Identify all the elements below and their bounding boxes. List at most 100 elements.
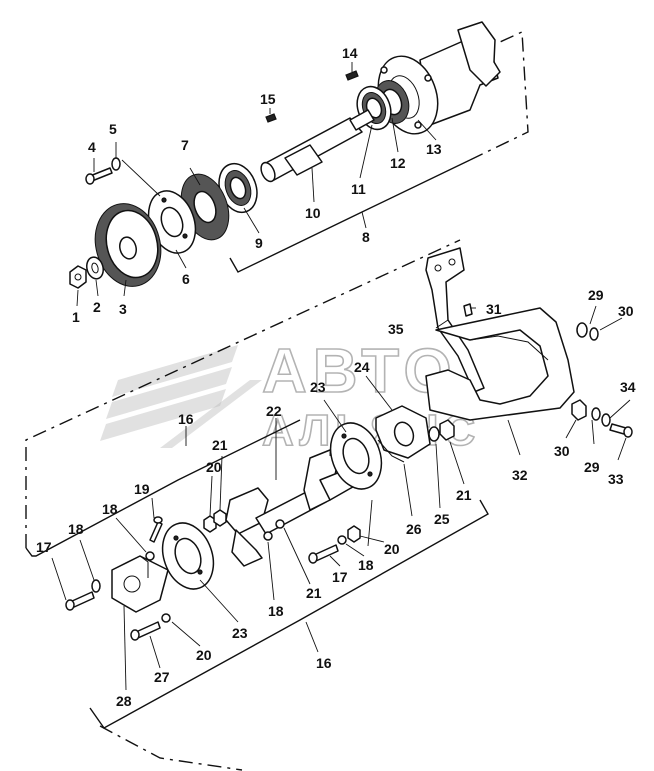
bolt-17-a [65, 591, 95, 611]
label-10: 10 [305, 205, 321, 221]
hub-24 [375, 405, 431, 463]
key-14 [345, 70, 359, 81]
label-15: 15 [260, 91, 276, 107]
washer-18-c [263, 531, 273, 541]
watermark-logo-stripes [100, 345, 262, 448]
cover-assembly [425, 247, 633, 438]
label-20-a: 20 [206, 459, 222, 475]
label-8: 8 [362, 229, 370, 245]
label-7: 7 [181, 137, 189, 153]
label-16-upper: 16 [178, 411, 194, 427]
nut-30-b [571, 399, 587, 421]
bracket-35 [425, 247, 485, 393]
label-20-c: 20 [196, 647, 212, 663]
label-6: 6 [182, 271, 190, 287]
leaders-lower [51, 305, 631, 691]
key-15 [265, 113, 277, 123]
label-24: 24 [354, 359, 370, 375]
label-2: 2 [93, 299, 101, 315]
label-18-b: 18 [102, 501, 118, 517]
washer-18-b [91, 579, 101, 593]
bearing-housing [377, 21, 501, 135]
label-3: 3 [119, 301, 127, 317]
label-20-b: 20 [384, 541, 400, 557]
washer-20-c [161, 613, 171, 623]
label-34: 34 [620, 379, 636, 395]
label-25: 25 [434, 511, 450, 527]
label-17-left: 17 [36, 539, 52, 555]
label-16-lower: 16 [316, 655, 332, 671]
bracket-8 [229, 159, 471, 273]
label-31: 31 [486, 301, 502, 317]
label-18-c: 18 [268, 603, 284, 619]
nut-1 [69, 265, 87, 289]
lower-assembly [65, 405, 455, 641]
gear-3 [94, 203, 162, 287]
label-30-b: 30 [554, 443, 570, 459]
washer-2 [86, 256, 104, 280]
drive-shaft [260, 109, 375, 183]
washer-21-b [275, 519, 285, 529]
bracket-35-hole-a [434, 264, 442, 272]
flange-23-b [329, 422, 383, 490]
nut-21-c [439, 419, 455, 441]
label-1: 1 [72, 309, 80, 325]
washer-30-a [589, 327, 599, 341]
label-23-b: 23 [232, 625, 248, 641]
washer-29-b [591, 407, 601, 421]
washer-18-a [145, 551, 155, 561]
label-21-c: 21 [456, 487, 472, 503]
label-18-a: 18 [68, 521, 84, 537]
clamp-block-28 [111, 555, 169, 613]
label-32: 32 [512, 467, 528, 483]
label-13: 13 [426, 141, 442, 157]
label-22: 22 [266, 403, 282, 419]
label-21-a: 21 [212, 437, 228, 453]
washer-5 [111, 157, 121, 171]
boundary-lower-bottom [99, 725, 243, 771]
bracket-16-lower [89, 499, 489, 729]
watermark: АВТО АЛЬЯНС [100, 336, 476, 456]
part-labels: 1 2 3 4 5 6 7 8 9 10 11 12 13 14 15 16 1… [36, 45, 636, 709]
nut-20-b [347, 525, 361, 543]
flange-23-a [161, 522, 215, 590]
cover-32 [425, 307, 575, 421]
screw-19 [149, 521, 163, 543]
boundary-upper [469, 30, 529, 161]
cover-32-edge [469, 335, 549, 361]
watermark-line1: АВТО [262, 337, 458, 406]
washer-25 [428, 426, 440, 442]
boundary-lower [25, 239, 461, 548]
label-4: 4 [88, 139, 96, 155]
washer-34 [601, 413, 611, 427]
washer-18-d [337, 535, 347, 545]
label-29-b: 29 [584, 459, 600, 475]
label-26: 26 [406, 521, 422, 537]
bracket-35-hole-b [448, 258, 456, 266]
upper-shaft-assembly [69, 21, 501, 289]
label-11: 11 [351, 181, 366, 197]
label-9: 9 [255, 235, 263, 251]
screw-31 [463, 303, 473, 317]
bracket-16-upper [25, 419, 301, 557]
screw-19-head [153, 516, 163, 524]
washer-29-a [576, 322, 588, 338]
screw-27 [130, 621, 161, 641]
label-5: 5 [109, 121, 117, 137]
label-33: 33 [608, 471, 624, 487]
flange-6 [147, 190, 197, 254]
label-12: 12 [390, 155, 406, 171]
label-29-a: 29 [588, 287, 604, 303]
label-28: 28 [116, 693, 132, 709]
screw-4 [85, 167, 113, 185]
leaders-upper [76, 62, 437, 307]
bearing-9 [218, 162, 258, 214]
label-18-d: 18 [358, 557, 374, 573]
label-27: 27 [154, 669, 170, 685]
label-17-mid: 17 [332, 569, 348, 585]
label-30-a: 30 [618, 303, 634, 319]
bolt-33 [609, 423, 633, 438]
label-14: 14 [342, 45, 358, 61]
bolt-17-b [308, 544, 339, 564]
